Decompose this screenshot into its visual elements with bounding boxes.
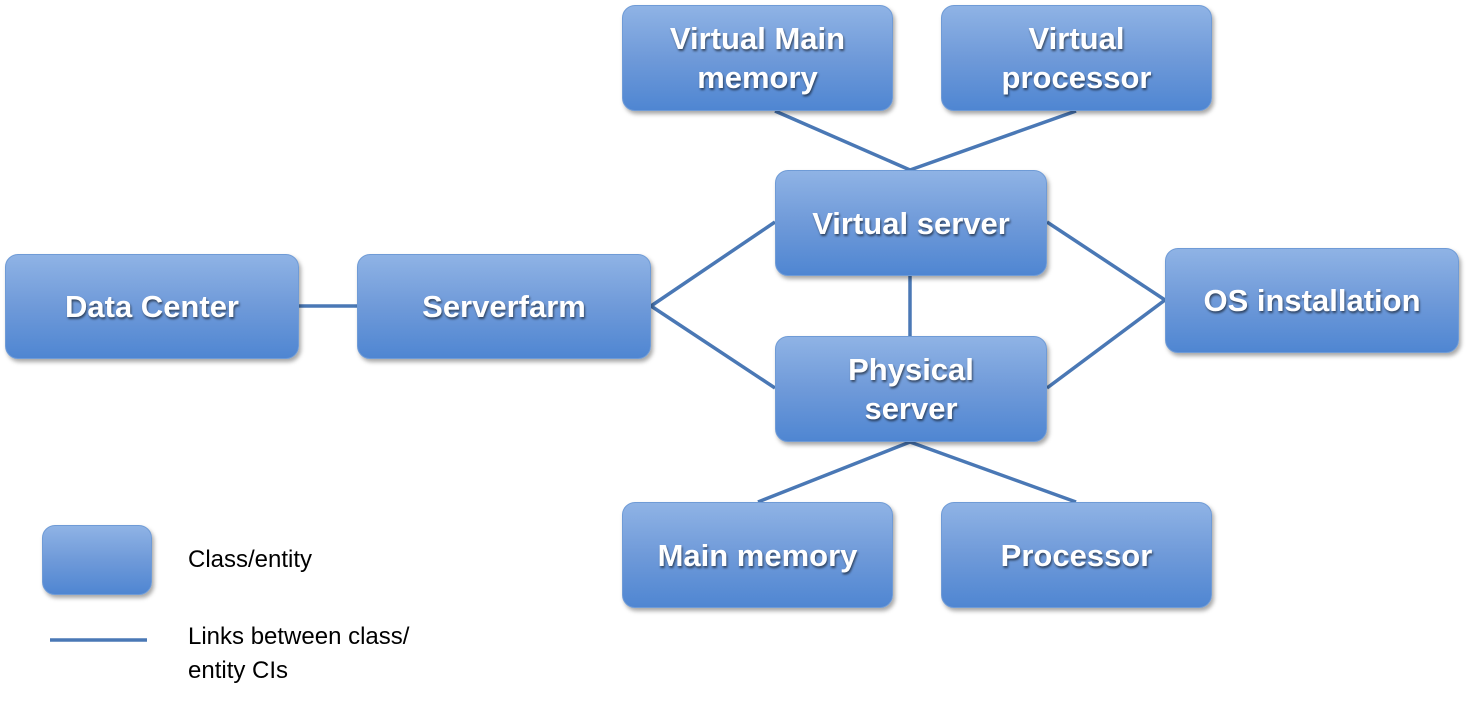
node-virtual-main-memory[interactable]: Virtual Main memory [622,5,893,111]
node-serverfarm[interactable]: Serverfarm [357,254,651,359]
node-os-installation[interactable]: OS installation [1165,248,1459,353]
legend-class-swatch [42,525,152,595]
node-processor[interactable]: Processor [941,502,1212,608]
link-serverfarm-to-physical-server [650,304,776,390]
legend-links-label: Links between class/ entity CIs [188,623,410,684]
node-main-memory[interactable]: Main memory [622,502,893,608]
link-physical-server-to-os-installation [1045,298,1167,390]
legend-link-swatch [50,638,147,642]
link-physical-server-to-processor [909,440,1077,504]
link-virtual-server-to-os-installation [1046,220,1166,302]
node-virtual-processor[interactable]: Virtual processor [941,5,1212,111]
link-physical-server-to-main-memory [757,440,911,504]
node-virtual-server[interactable]: Virtual server [775,170,1047,276]
link-virtual-server-to-virtual-processor [909,109,1077,172]
node-data-center[interactable]: Data Center [5,254,299,359]
node-physical-server[interactable]: Physical server [775,336,1047,442]
link-virtual-server-to-virtual-main-memory [774,109,911,172]
legend-class-label: Class/entity [188,546,313,573]
link-serverfarm-to-virtual-server [650,220,776,308]
